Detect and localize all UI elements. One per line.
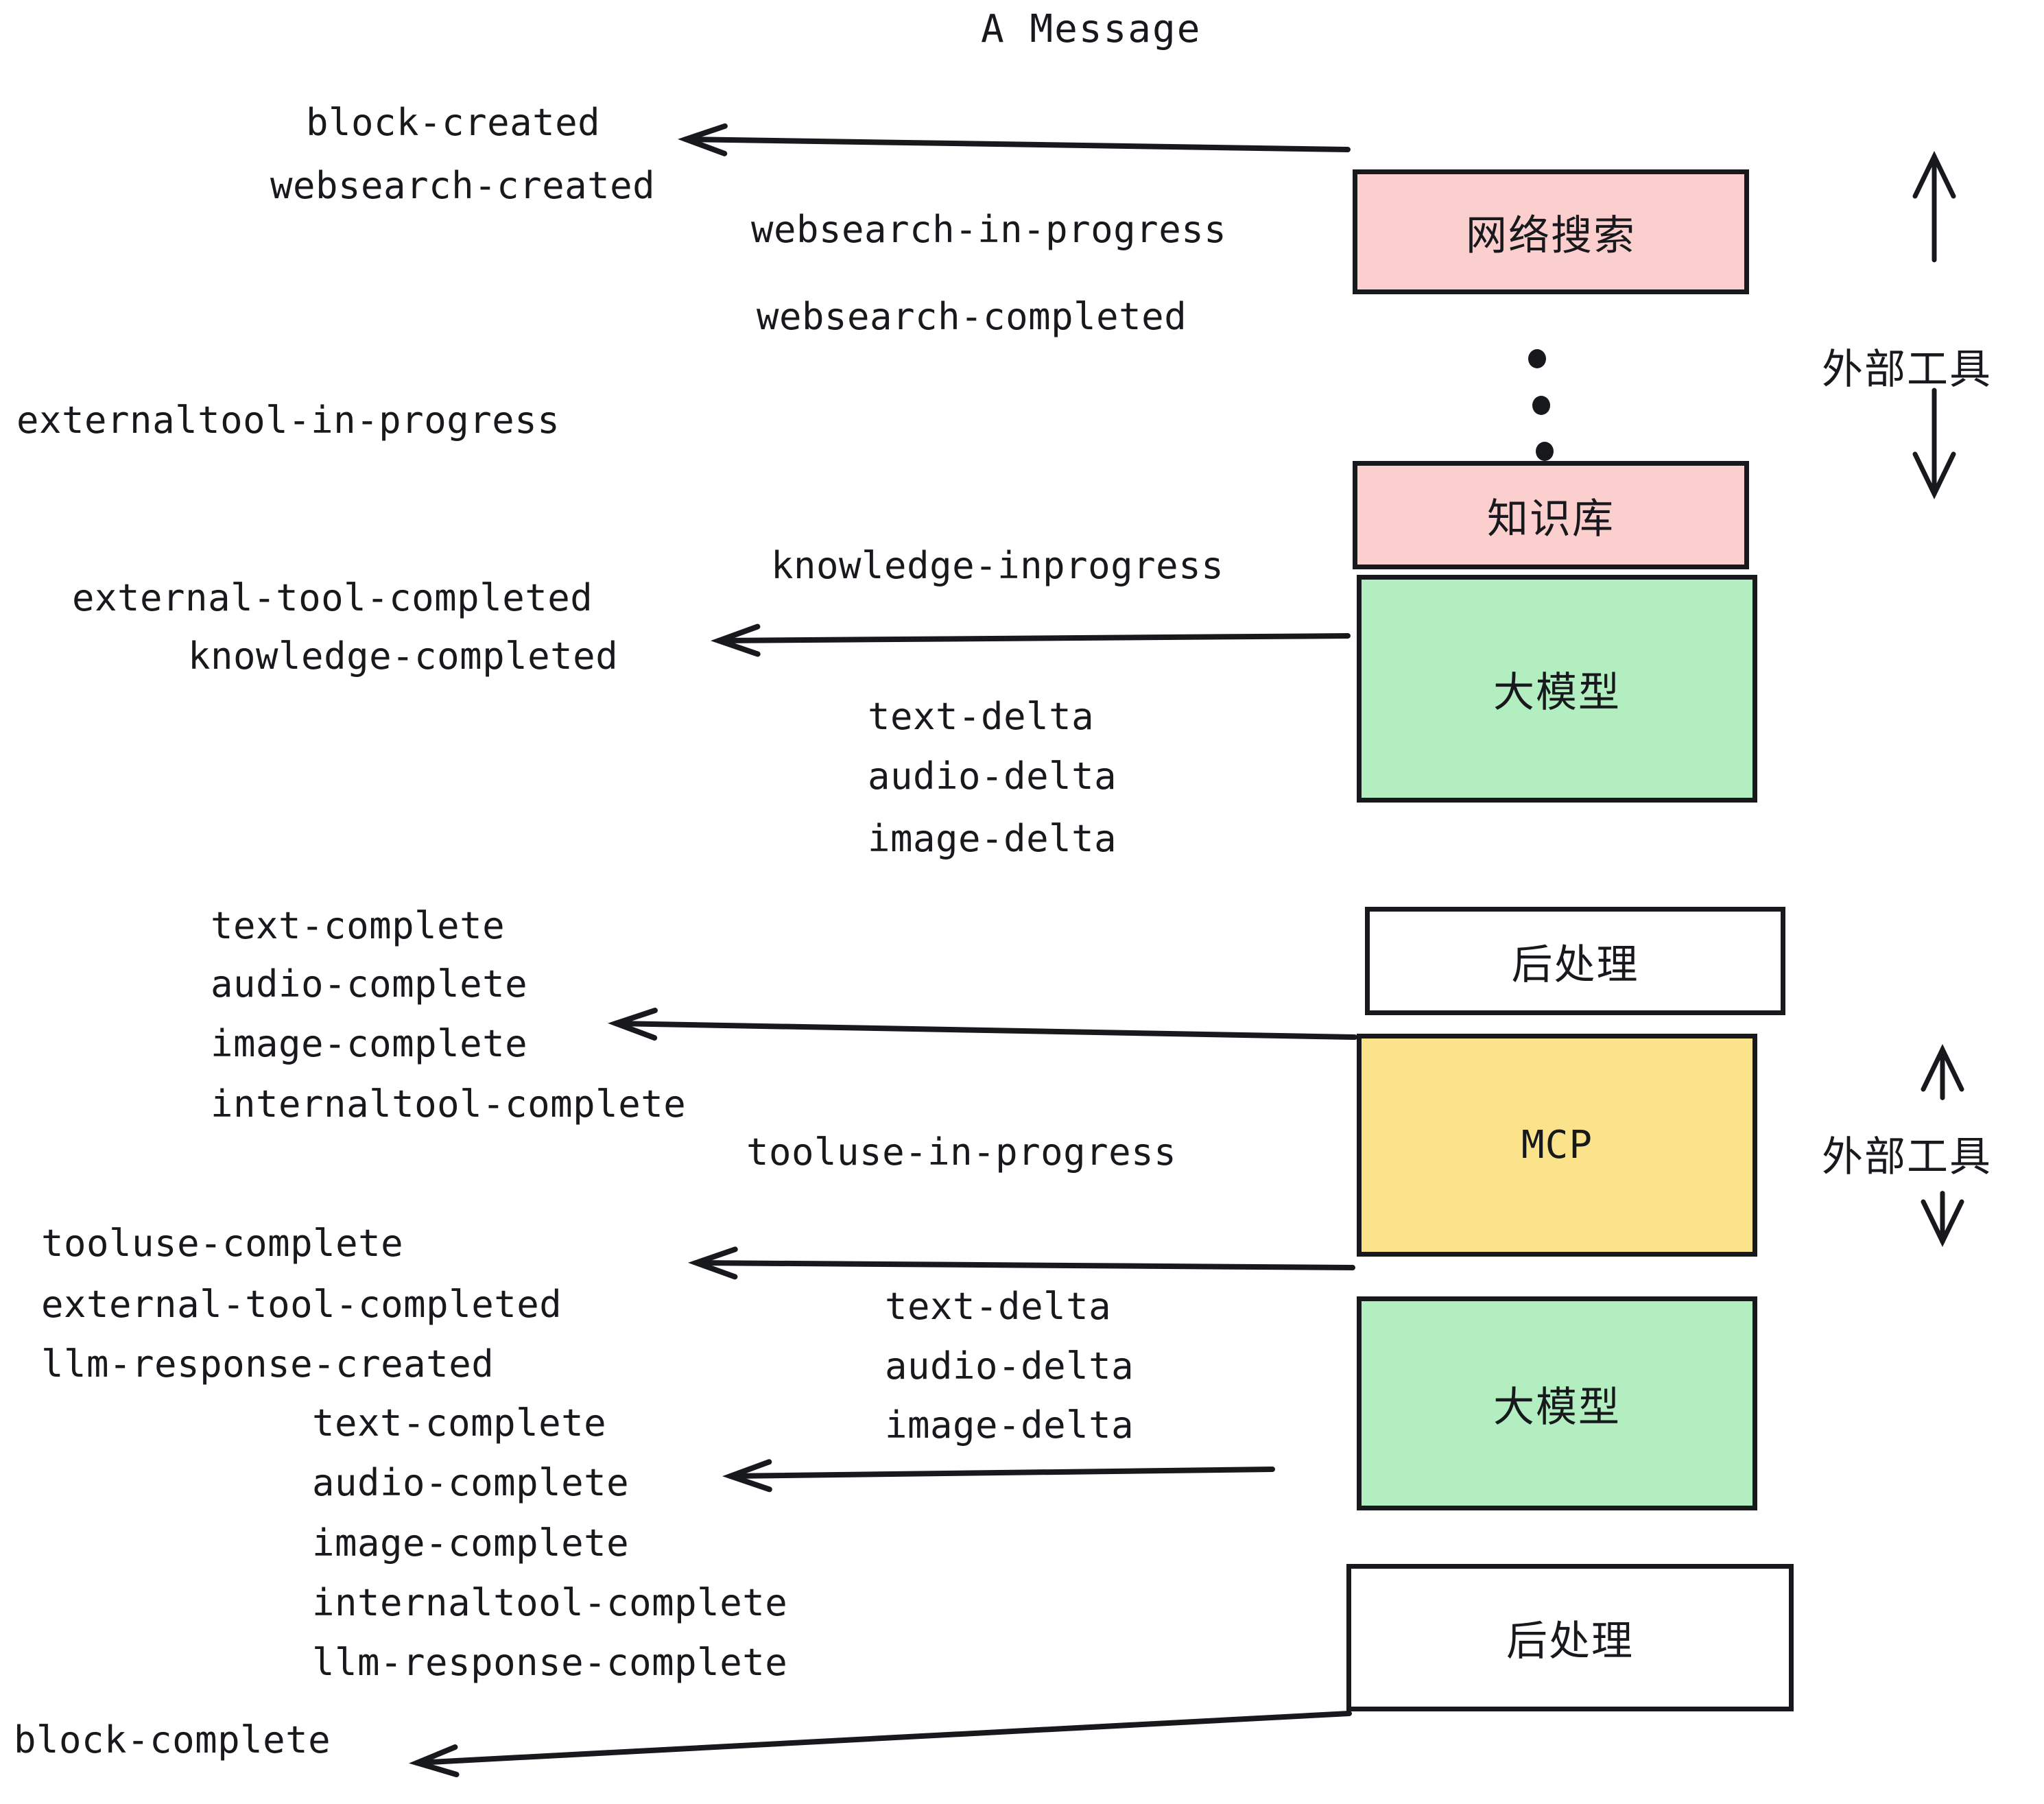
event-label-audio-complete-1: audio-complete xyxy=(211,962,528,1006)
event-label-block-complete: block-complete xyxy=(14,1718,331,1761)
ellipsis-dot-icon xyxy=(1528,349,1546,368)
arrow-arrow-tooluse xyxy=(688,1246,1355,1280)
box-label: 大模型 xyxy=(1493,668,1621,717)
event-label-knowledge-inprogress: knowledge-inprogress xyxy=(771,544,1224,587)
event-label-llm-response-complete: llm-response-complete xyxy=(312,1641,788,1684)
arrow-shaft xyxy=(716,633,1351,643)
arrow-head xyxy=(711,624,761,657)
box-postprocess-2: 后处理 xyxy=(1346,1564,1794,1711)
arrow-head xyxy=(678,123,728,156)
event-label-audio-delta-2: audio-delta xyxy=(885,1344,1134,1388)
box-websearch: 网络搜索 xyxy=(1353,169,1749,294)
arrow-arrow-knowledge xyxy=(711,624,1351,657)
box-mcp: MCP xyxy=(1357,1034,1757,1257)
event-label-tooluse-complete: tooluse-complete xyxy=(41,1222,404,1265)
event-label-image-delta-2: image-delta xyxy=(885,1403,1134,1447)
event-label-external-tool-completed-2: external-tool-completed xyxy=(41,1283,562,1326)
ellipsis-dot-icon xyxy=(1532,396,1550,415)
box-label: 后处理 xyxy=(1511,940,1639,989)
event-label-tooluse-in-progress: tooluse-in-progress xyxy=(746,1130,1177,1174)
range-arrow-up-head xyxy=(1921,1043,1964,1092)
arrow-head xyxy=(409,1744,460,1777)
arrow-head xyxy=(608,1008,658,1041)
box-label: 大模型 xyxy=(1493,1383,1621,1432)
page-title: A Message xyxy=(981,7,1202,51)
side-label-external-tools-top: 外部工具 xyxy=(1822,346,1992,394)
side-label-external-tools-bottom: 外部工具 xyxy=(1822,1133,1992,1181)
event-label-external-tool-completed-1: external-tool-completed xyxy=(72,576,593,619)
range-arrow-down-head xyxy=(1921,1199,1964,1248)
event-label-knowledge-completed: knowledge-completed xyxy=(188,634,619,678)
range-arrow-down-head xyxy=(1912,451,1956,500)
range-arrow-external-tools-range-bottom xyxy=(1921,1043,1964,1248)
event-label-text-delta-2: text-delta xyxy=(885,1285,1112,1328)
event-label-websearch-created: websearch-created xyxy=(270,164,656,207)
arrow-head xyxy=(688,1246,738,1280)
arrow-shaft xyxy=(728,1467,1275,1479)
box-knowledge: 知识库 xyxy=(1353,461,1749,569)
event-label-internaltool-complete-1: internaltool-complete xyxy=(211,1082,687,1126)
arrow-arrow-block-created xyxy=(678,123,1351,156)
box-label: 后处理 xyxy=(1506,1617,1634,1665)
event-label-image-complete-2: image-complete xyxy=(312,1521,630,1565)
arrow-arrow-audio-complete xyxy=(722,1459,1275,1493)
event-label-audio-delta-1: audio-delta xyxy=(868,755,1117,798)
event-label-internaltool-complete-2: internaltool-complete xyxy=(312,1581,788,1624)
arrow-shaft xyxy=(683,137,1351,152)
ellipsis-dot-icon xyxy=(1536,442,1554,461)
event-label-text-delta-1: text-delta xyxy=(868,695,1095,738)
range-arrow-up-head xyxy=(1912,150,1956,199)
arrow-arrow-block-complete xyxy=(409,1711,1352,1777)
event-label-externaltool-in-progress: externaltool-in-progress xyxy=(16,399,560,442)
arrow-shaft xyxy=(414,1711,1352,1766)
event-label-image-delta-1: image-delta xyxy=(868,817,1117,860)
event-label-text-complete-2: text-complete xyxy=(312,1401,607,1445)
box-llm-2: 大模型 xyxy=(1357,1296,1757,1510)
box-postprocess-1: 后处理 xyxy=(1365,907,1785,1015)
event-label-audio-complete-2: audio-complete xyxy=(312,1461,630,1504)
box-llm-1: 大模型 xyxy=(1357,575,1757,803)
arrow-shaft xyxy=(613,1021,1357,1040)
event-label-llm-response-created: llm-response-created xyxy=(41,1342,495,1386)
arrow-head xyxy=(722,1459,772,1493)
range-arrow-external-tools-range-top xyxy=(1912,150,1956,500)
arrow-arrow-image-complete xyxy=(608,1008,1357,1041)
event-label-image-complete-1: image-complete xyxy=(211,1022,528,1065)
event-label-block-created: block-created xyxy=(306,101,601,144)
event-label-websearch-in-progress: websearch-in-progress xyxy=(751,208,1227,251)
box-label: 网络搜索 xyxy=(1466,211,1636,260)
event-label-websearch-completed: websearch-completed xyxy=(757,295,1187,338)
box-label: 知识库 xyxy=(1487,495,1615,543)
box-label: MCP xyxy=(1521,1123,1593,1167)
arrow-shaft xyxy=(693,1260,1355,1270)
event-label-text-complete-1: text-complete xyxy=(211,904,506,947)
